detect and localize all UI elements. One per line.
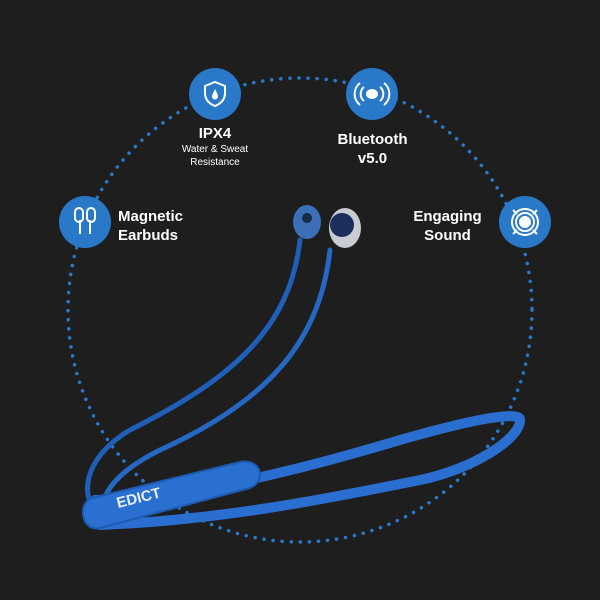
feature-title: IPX4 bbox=[198, 125, 232, 142]
neckband-earphones bbox=[81, 237, 526, 530]
feature-title: Engaging bbox=[413, 208, 482, 225]
dotted-circle bbox=[66, 76, 534, 544]
feature-subtitle: Resistance bbox=[190, 157, 240, 168]
earbud-left bbox=[293, 205, 321, 239]
bluetooth-waves-icon bbox=[353, 82, 391, 106]
feature-bluetooth bbox=[346, 68, 398, 120]
earbuds-icon bbox=[74, 207, 96, 234]
feature-title-2: Sound bbox=[424, 227, 471, 244]
feature-title: Magnetic bbox=[118, 208, 184, 225]
feature-engaging-sound bbox=[499, 196, 551, 248]
feature-title-2: v5.0 bbox=[357, 150, 388, 167]
feature-ipx4 bbox=[189, 68, 241, 120]
feature-magnetic-earbuds bbox=[59, 196, 111, 248]
feature-title: Bluetooth bbox=[337, 131, 408, 148]
water-shield-icon bbox=[204, 80, 226, 108]
sound-rings-icon bbox=[511, 208, 539, 236]
earbud-right bbox=[329, 208, 361, 248]
feature-title-2: Earbuds bbox=[118, 227, 179, 244]
feature-subtitle: Water & Sweat bbox=[181, 144, 249, 155]
